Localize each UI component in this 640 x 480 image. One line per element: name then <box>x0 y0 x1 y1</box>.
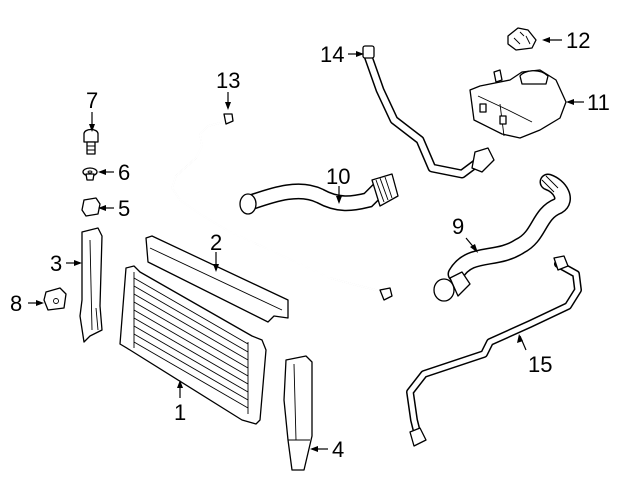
callout-11: 11 <box>587 90 610 115</box>
callout-1: 1 <box>174 400 186 425</box>
part-4-right-seal[interactable] <box>283 355 313 471</box>
callout-5: 5 <box>118 196 130 221</box>
part-12-tank-cap[interactable] <box>507 27 537 51</box>
part-9-lower-hose[interactable] <box>433 173 571 302</box>
part-11-expansion-tank[interactable] <box>469 69 567 139</box>
part-1-radiator[interactable] <box>119 265 267 425</box>
part-15-return-hose[interactable] <box>406 255 582 447</box>
callout-12: 12 <box>566 28 590 53</box>
callout-10: 10 <box>326 164 350 189</box>
part-2-upper-deflector[interactable] <box>145 235 289 323</box>
callout-7: 7 <box>86 88 98 113</box>
callout-8: 8 <box>10 291 22 316</box>
callout-15: 15 <box>528 352 552 377</box>
part-3-left-seal[interactable] <box>79 227 103 343</box>
leader-lines <box>28 37 584 452</box>
callout-labels: 1 2 3 4 5 6 7 8 9 10 11 12 13 14 15 <box>10 28 610 462</box>
callout-2: 2 <box>210 230 222 255</box>
part-10-upper-hose[interactable] <box>239 173 399 215</box>
callout-3: 3 <box>50 251 62 276</box>
part-6-grommet[interactable] <box>82 167 98 181</box>
part-13-vent-line[interactable] <box>171 113 393 301</box>
callout-13: 13 <box>216 68 240 93</box>
part-7-bolt[interactable] <box>83 128 99 155</box>
part-5-clip[interactable] <box>81 197 101 217</box>
callout-14: 14 <box>320 42 344 67</box>
part-8-bracket[interactable] <box>43 287 67 311</box>
callout-4: 4 <box>332 437 344 462</box>
callout-9: 9 <box>452 214 464 239</box>
callout-6: 6 <box>118 160 130 185</box>
part-14-overflow-hose[interactable] <box>362 45 495 179</box>
